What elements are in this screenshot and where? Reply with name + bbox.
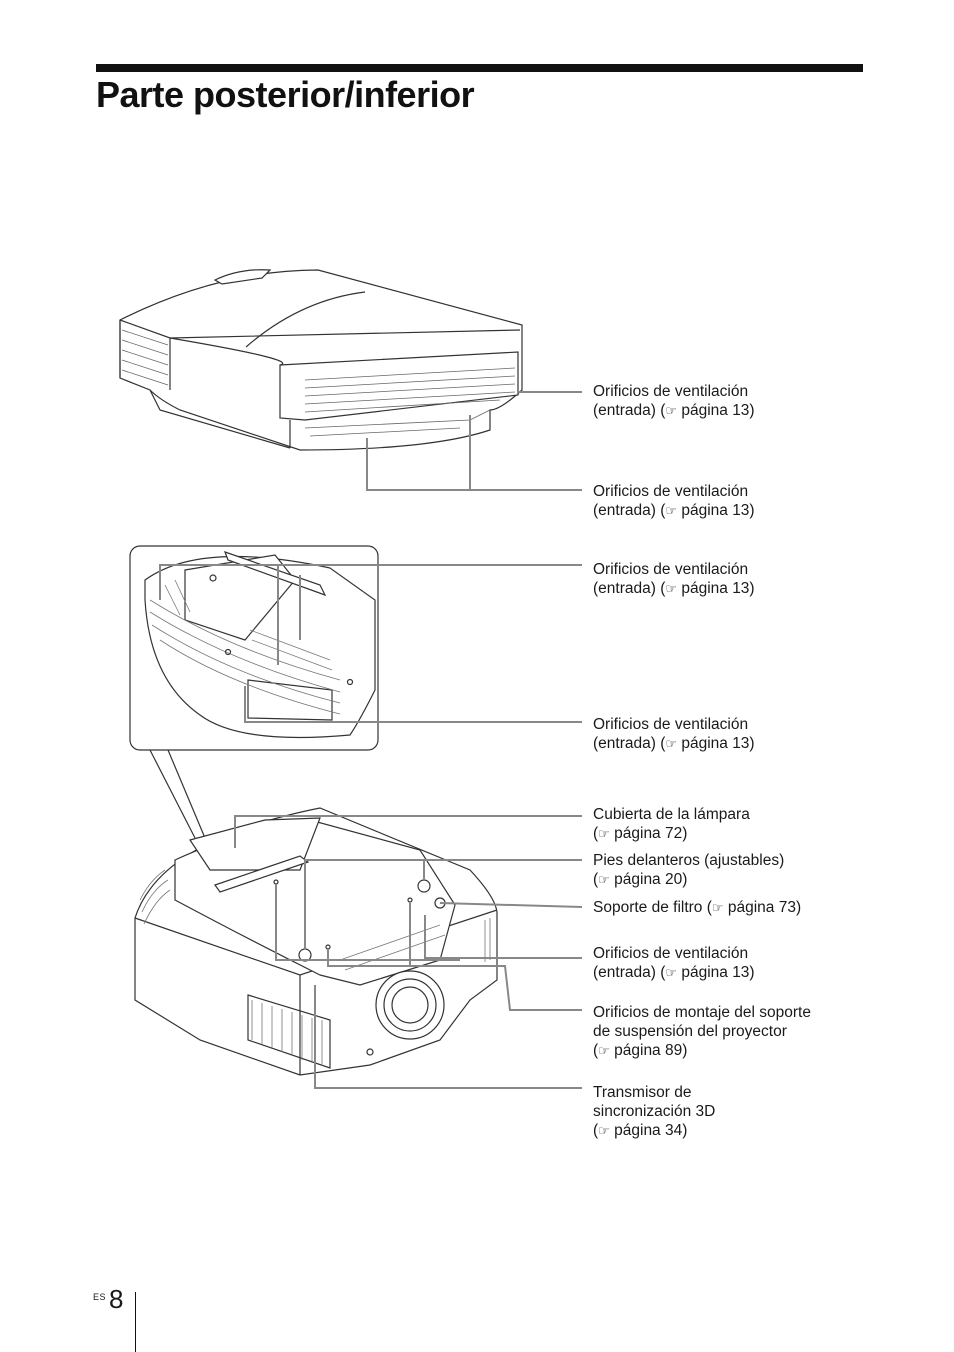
- callout-line: sincronización 3D: [593, 1103, 716, 1120]
- leader-lines: [159, 391, 583, 1089]
- pointing-hand-icon: ☞: [665, 966, 678, 981]
- pointing-hand-icon: ☞: [711, 901, 724, 916]
- callout-line: Orificios de ventilación: [593, 945, 749, 962]
- callout-3d-transmitter: Transmisor de sincronización 3D (☞ págin…: [593, 1083, 715, 1141]
- pointing-hand-icon: ☞: [598, 1044, 610, 1059]
- projector-bottom-view: [134, 807, 498, 1076]
- callout-ref: (☞ página 34): [593, 1122, 688, 1139]
- callout-ref: (entrada) (☞ página 13): [593, 964, 755, 981]
- callout-ref: (☞ página 20): [593, 871, 688, 888]
- callout-line: Cubierta de la lámpara: [593, 806, 750, 823]
- callout-ref: (☞ página 72): [593, 825, 688, 842]
- pointing-hand-icon: ☞: [598, 827, 610, 842]
- callout-line: Orificios de ventilación: [593, 483, 749, 500]
- pointing-hand-icon: ☞: [665, 404, 678, 419]
- callout-vent-intake-4: Orificios de ventilación (entrada) (☞ pá…: [593, 715, 755, 754]
- pointing-hand-icon: ☞: [665, 504, 678, 519]
- pointing-hand-icon: ☞: [598, 873, 610, 888]
- callout-line: Orificios de ventilación: [593, 716, 749, 733]
- footer-rule: [135, 1292, 136, 1352]
- page-title: Parte posterior/inferior: [96, 74, 475, 115]
- page-number: 8: [109, 1284, 124, 1314]
- projector-rear-view: [119, 269, 523, 451]
- title-rule: [96, 64, 863, 72]
- callout-ref: (entrada) (☞ página 13): [593, 580, 755, 597]
- callout-vent-intake-1: Orificios de ventilación (entrada) (☞ pá…: [593, 382, 755, 421]
- callout-line: Orificios de ventilación: [593, 561, 749, 578]
- callout-ref: (☞ página 89): [593, 1042, 688, 1059]
- pointing-hand-icon: ☞: [665, 582, 678, 597]
- callout-vent-intake-5: Orificios de ventilación (entrada) (☞ pá…: [593, 944, 755, 983]
- pointing-hand-icon: ☞: [598, 1124, 610, 1139]
- callout-mount-holes: Orificios de montaje del soporte de susp…: [593, 1003, 811, 1061]
- callout-line: Orificios de montaje del soporte: [593, 1004, 811, 1021]
- callout-line: Pies delanteros (ajustables): [593, 852, 785, 869]
- callout-filter-holder: Soporte de filtro (☞ página 73): [593, 898, 801, 918]
- callout-vent-intake-2: Orificios de ventilación (entrada) (☞ pá…: [593, 482, 755, 521]
- callout-ref: (entrada) (☞ página 13): [593, 502, 755, 519]
- callout-line: de suspensión del proyector: [593, 1023, 787, 1040]
- detail-inset: [129, 545, 379, 839]
- callout-vent-intake-3: Orificios de ventilación (entrada) (☞ pá…: [593, 560, 755, 599]
- callout-ref: Soporte de filtro (☞ página 73): [593, 899, 802, 916]
- footer-language-code: ES: [93, 1292, 107, 1302]
- callout-line: Orificios de ventilación: [593, 383, 749, 400]
- callout-line: Transmisor de: [593, 1084, 692, 1101]
- callout-ref: (entrada) (☞ página 13): [593, 402, 755, 419]
- callout-front-feet: Pies delanteros (ajustables) (☞ página 2…: [593, 851, 784, 890]
- pointing-hand-icon: ☞: [665, 737, 678, 752]
- callout-ref: (entrada) (☞ página 13): [593, 735, 755, 752]
- callout-lamp-cover: Cubierta de la lámpara (☞ página 72): [593, 805, 750, 844]
